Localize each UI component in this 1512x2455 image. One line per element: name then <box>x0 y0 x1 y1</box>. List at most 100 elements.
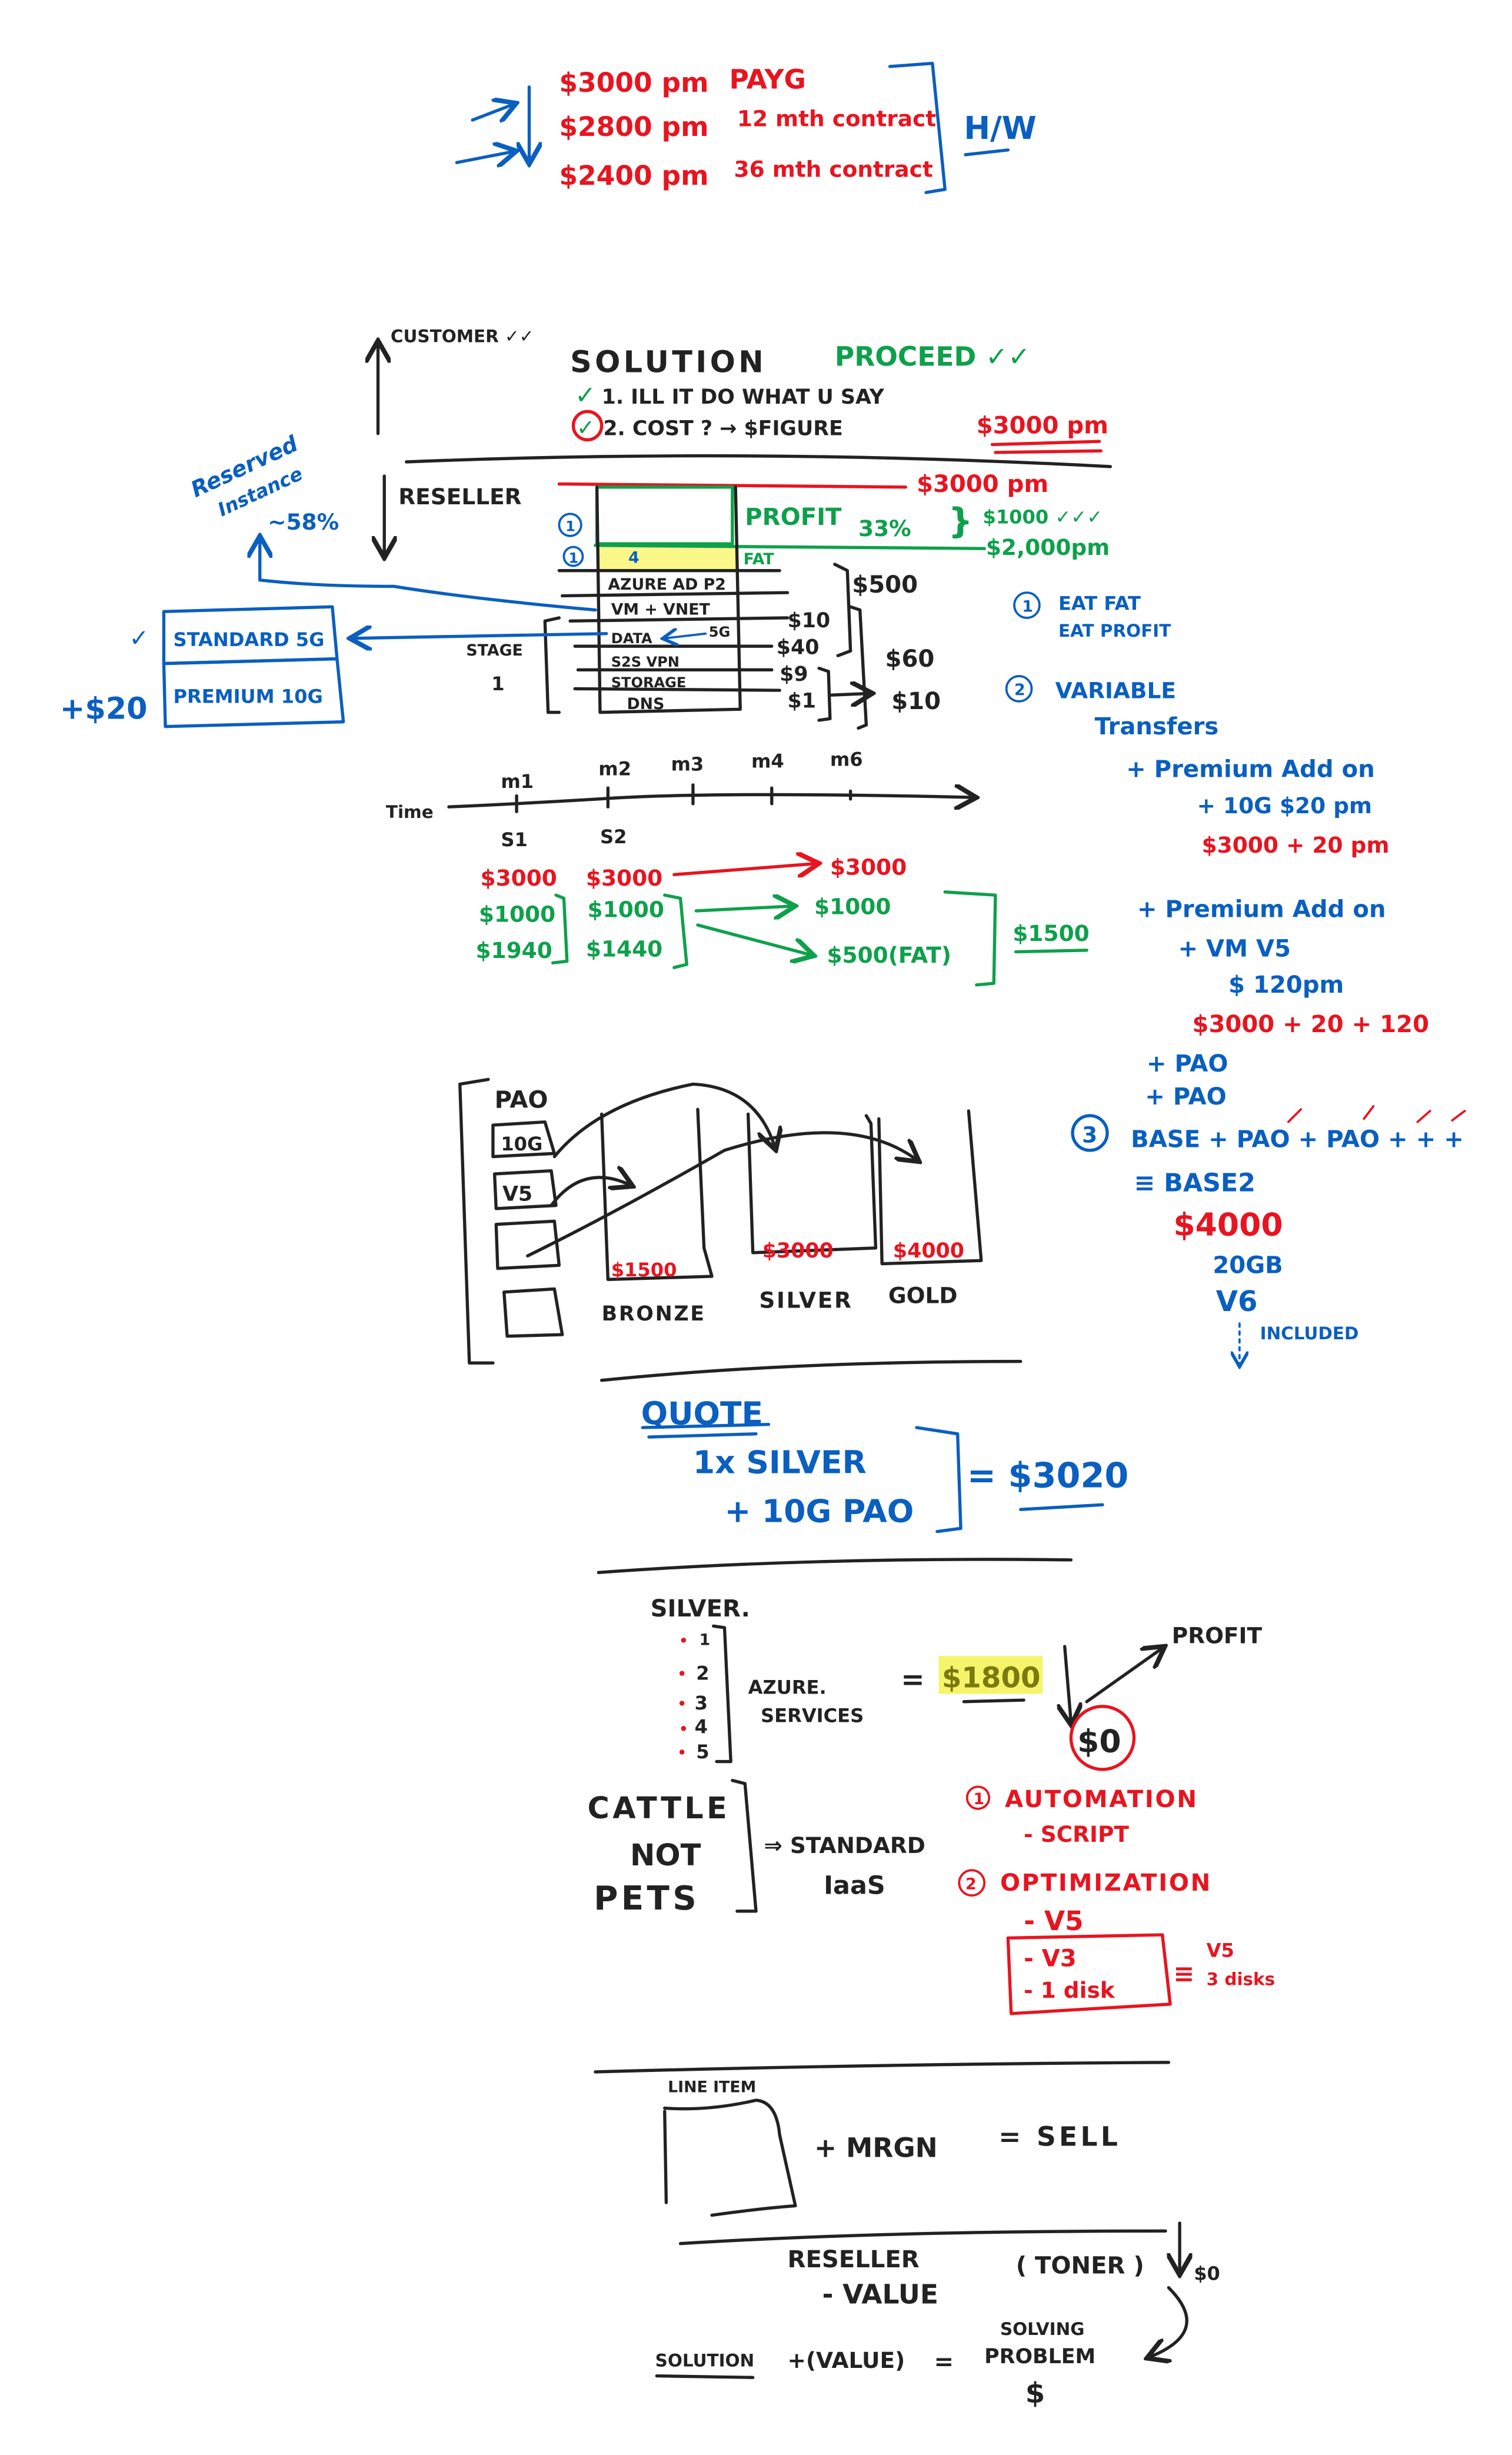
s1-profit: $1000 <box>479 902 555 927</box>
stage-label: STAGE <box>466 641 522 660</box>
tier-price-gold: $4000 <box>893 1239 964 1263</box>
month-label: m6 <box>830 749 863 771</box>
term-12mth: 12 mth contract <box>737 106 936 132</box>
zero-circle <box>1069 1705 1136 1771</box>
cost-dns: $1 <box>788 690 816 713</box>
divider-line <box>600 1359 1023 1382</box>
tiers-diagram: PAO 10G V5 $1500 $3000 $4000 BRONZE SILV… <box>458 1077 1023 1382</box>
solution-label: SOLUTION <box>655 2351 755 2371</box>
highlight <box>938 1656 1043 1694</box>
pao-bracket <box>458 1077 495 1365</box>
toner-label: ( TONER ) <box>1016 2253 1144 2280</box>
silver-item: 3 <box>695 1692 708 1714</box>
underline <box>994 449 1103 454</box>
bracket <box>663 893 688 969</box>
arrow-icon <box>696 923 811 955</box>
silver-title: SILVER. <box>651 1595 750 1622</box>
silver-section: SILVER. 1 2 3 4 5 AZURE. SERVICES = $180… <box>588 1595 1275 2015</box>
stage-label: S1 <box>501 829 527 851</box>
customer-section: CUSTOMER ✓✓ SOLUTION PROCEED ✓✓ ✓ 1. ILL… <box>378 326 1113 468</box>
row-divider <box>573 687 781 692</box>
quote-total: = $3020 <box>967 1455 1129 1496</box>
month-label: m4 <box>751 750 784 772</box>
line-item-box <box>663 2098 797 2217</box>
services-label: SERVICES <box>761 1705 864 1727</box>
note-2-line-b: Transfers <box>1095 713 1219 740</box>
cost-group-total: $60 <box>885 646 935 673</box>
tier-column-gold <box>877 1109 983 1266</box>
curved-arrow <box>549 1177 630 1207</box>
term-payg: PAYG <box>729 64 805 95</box>
v3-label: - V3 <box>1024 1945 1077 1972</box>
row-divider <box>568 616 790 623</box>
check-icon: ✓ <box>129 625 149 652</box>
equiv-v5: V5 <box>1207 1939 1234 1961</box>
optimization-number: 2 <box>965 1875 977 1893</box>
s2-profit: $1000 <box>588 897 664 923</box>
silver-zero: $0 <box>1077 1722 1121 1759</box>
cost-s2s: $40 <box>777 636 820 660</box>
tier-name-silver: SILVER <box>759 1288 852 1313</box>
arrow-to-standard <box>353 634 608 638</box>
addon-2-price: $ 120pm <box>1228 972 1344 999</box>
cost-line <box>594 544 986 550</box>
hw-underline <box>964 148 1010 157</box>
row-divider <box>561 591 790 598</box>
stack-box <box>595 485 742 714</box>
number-circle <box>965 1785 991 1810</box>
pricing-bracket <box>888 61 947 194</box>
dollar-label: $ <box>1025 2377 1045 2410</box>
bracket <box>915 1426 963 1533</box>
note-1-line-a: EAT FAT <box>1058 593 1141 615</box>
quote-line-2: + 10G PAO <box>724 1493 914 1530</box>
check-icon: ✓ <box>577 414 595 440</box>
addon-1-total: $3000 + 20 pm <box>1202 832 1390 858</box>
addon-2-total: $3000 + 20 + 120 <box>1193 1011 1429 1038</box>
s1-cost: $1940 <box>475 937 552 963</box>
marker-2: 1 <box>568 550 578 566</box>
month-label: m3 <box>671 753 704 776</box>
premium-10g-box <box>162 657 345 728</box>
note-3-storage: 20GB <box>1213 1252 1283 1279</box>
time-label: Time <box>386 802 434 822</box>
curved-arrow <box>1150 2286 1188 2357</box>
cost-figure: $3000 pm <box>977 413 1108 440</box>
arrow-down-icon <box>1065 1645 1071 1722</box>
profit-percent: 33% <box>858 515 911 541</box>
brace: } <box>948 500 973 541</box>
result-total: $1500 <box>1013 920 1089 946</box>
line-item-label: LINE ITEM <box>668 2078 756 2097</box>
top-price: $3000 pm <box>917 471 1048 498</box>
pao-box-empty <box>494 1219 561 1270</box>
underline <box>1019 1503 1104 1511</box>
pets-label: PETS <box>594 1879 700 1918</box>
quote-section: QUOTE 1x SILVER + 10G PAO = $3020 <box>597 1395 1129 1574</box>
standard-5g-label: STANDARD 5G <box>173 628 324 651</box>
silver-item: 5 <box>696 1741 709 1763</box>
bracket <box>551 893 569 964</box>
stage-number: 1 <box>491 673 504 695</box>
divider-line <box>405 454 1113 468</box>
check-marks <box>1287 1105 1466 1123</box>
curved-arrow <box>526 1131 917 1258</box>
note-1-number: 1 <box>1022 597 1033 616</box>
result-profit: $1000 <box>814 893 891 919</box>
cost-storage: $9 <box>780 663 808 686</box>
silver-price: $1800 <box>942 1662 1041 1695</box>
premium-cost: +$20 <box>60 691 148 726</box>
cost-data: $10 <box>788 609 831 633</box>
equals-sign: = <box>934 2348 954 2376</box>
arrow-icon <box>694 906 792 911</box>
optimization-box <box>1006 1933 1172 2015</box>
underline <box>962 1698 1025 1704</box>
standard-label: ⇒ STANDARD <box>764 1832 925 1858</box>
script-label: - SCRIPT <box>1024 1821 1129 1847</box>
silver-item: 2 <box>696 1662 709 1684</box>
automation-number: 1 <box>973 1790 984 1808</box>
number-circle <box>958 1869 986 1897</box>
reseller-label: RESELLER <box>788 2246 920 2273</box>
underline <box>990 440 1101 447</box>
tier-name-bronze: BRONZE <box>602 1302 706 1326</box>
plus-value-label: +(VALUE) <box>788 2347 905 2373</box>
